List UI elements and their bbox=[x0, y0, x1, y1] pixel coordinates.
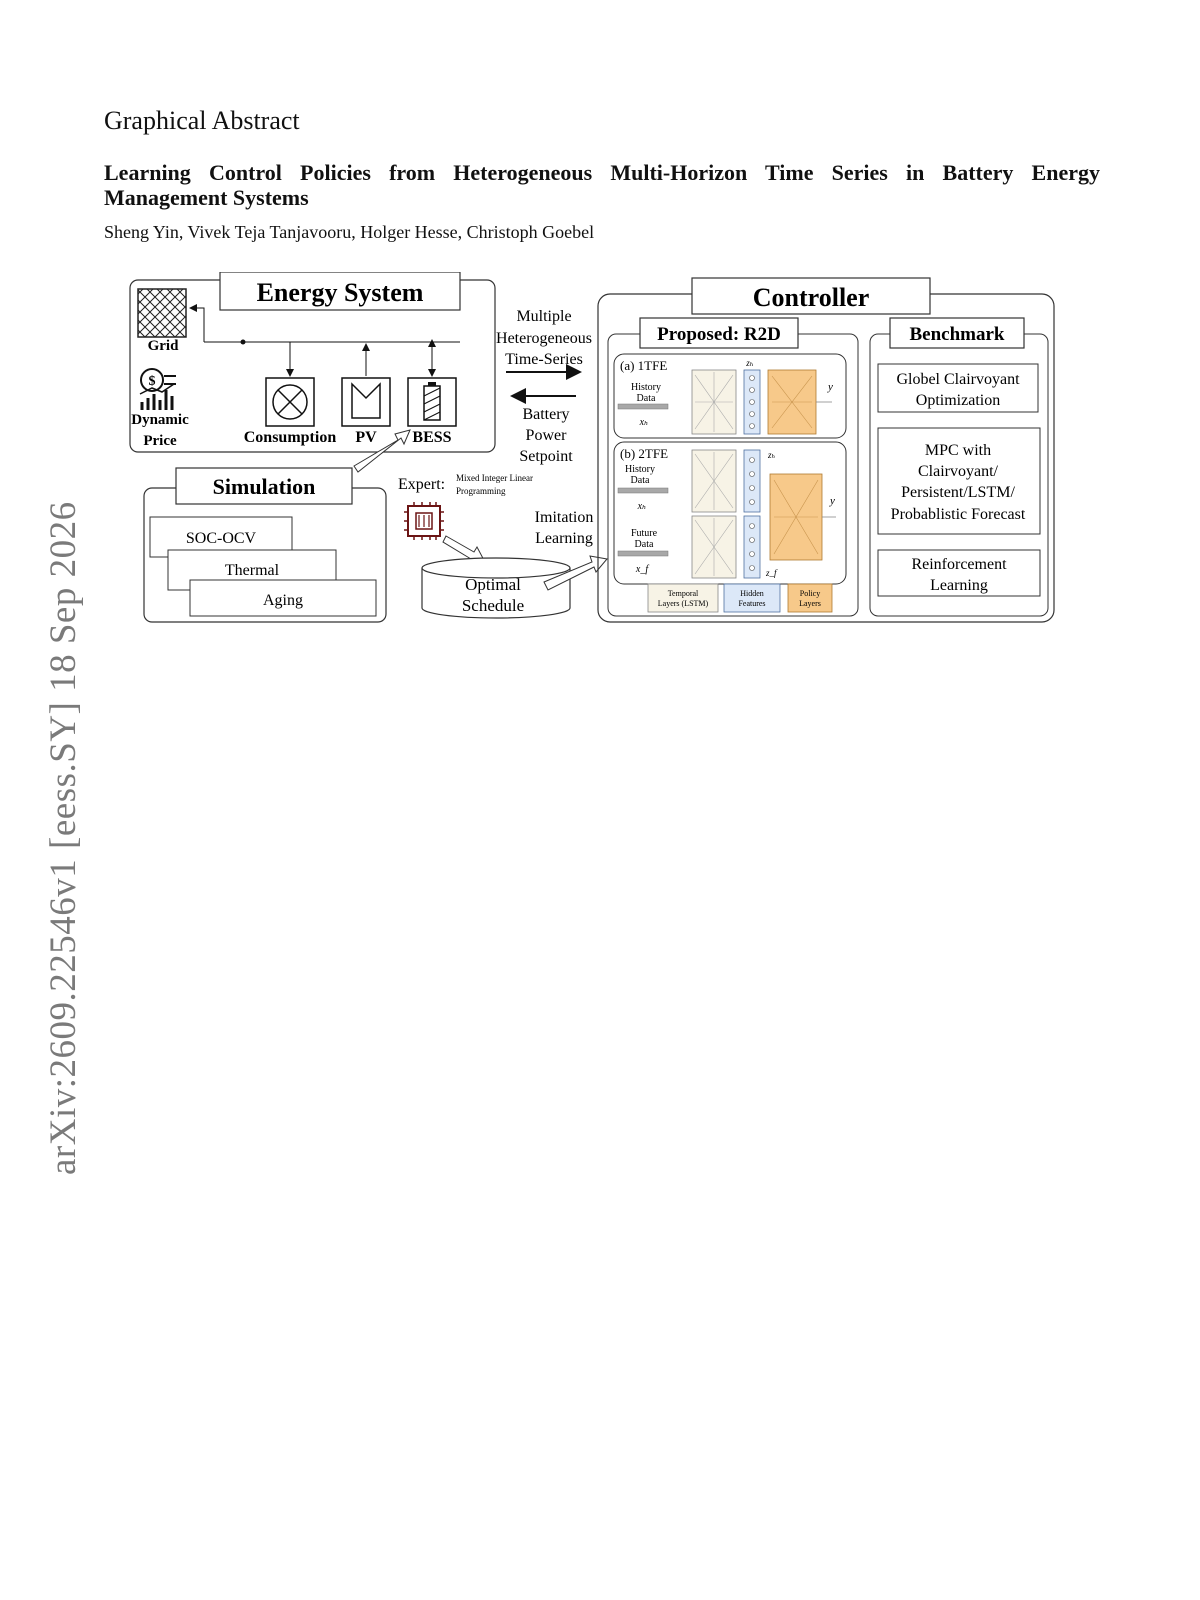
svg-text:$: $ bbox=[149, 374, 156, 389]
schedule-label-line: Optimal bbox=[465, 575, 521, 594]
energy-system-title: Energy System bbox=[257, 278, 424, 307]
pv-label: PV bbox=[355, 429, 377, 446]
twotfe-history-feature-symbol: zₕ bbox=[767, 450, 776, 460]
simulation-model: Aging bbox=[263, 592, 303, 609]
onetfe-architecture: (a) 1TFE History Data xₕ zₕ y bbox=[613, 353, 847, 439]
schedule-label-line: Schedule bbox=[462, 596, 524, 615]
optimal-schedule-database: Optimal Schedule bbox=[421, 557, 571, 619]
benchmark-title: Benchmark bbox=[910, 324, 1005, 345]
timeseries-label-line: Time-Series bbox=[505, 351, 583, 368]
pv-icon bbox=[341, 377, 391, 427]
bess-label: BESS bbox=[412, 429, 451, 446]
onetfe-feature-symbol: zₕ bbox=[745, 358, 754, 368]
benchmark-line: Learning bbox=[930, 577, 988, 594]
twotfe-future-label: Data bbox=[635, 539, 654, 550]
hidden-features-block bbox=[743, 515, 761, 579]
dynamic-price-icon: $ bbox=[139, 368, 176, 410]
energy-system-panel: Energy System Grid $ Dynamic Price Consu… bbox=[129, 272, 496, 453]
consumption-label: Consumption bbox=[244, 429, 337, 446]
expert-method-line: Mixed Integer Linear bbox=[456, 473, 533, 483]
benchmark-line: Optimization bbox=[916, 392, 1000, 409]
legend-label: Hidden bbox=[740, 589, 764, 598]
architecture-legend: Temporal Layers (LSTM) Hidden Features P… bbox=[647, 583, 833, 613]
imitation-label-line: Imitation bbox=[535, 509, 594, 526]
benchmark-box bbox=[877, 427, 1041, 535]
controller-panel: Controller Proposed: R2D (a) 1TFE Histor… bbox=[597, 277, 1055, 623]
onetfe-input-label: Data bbox=[637, 393, 656, 404]
benchmark-line: Persistent/LSTM/ bbox=[901, 484, 1015, 501]
benchmark-box bbox=[877, 549, 1041, 597]
twotfe-label: (b) 2TFE bbox=[620, 446, 668, 461]
dynamic-price-label-2: Price bbox=[143, 433, 177, 449]
setpoint-label-line: Battery bbox=[522, 406, 569, 423]
arxiv-identifier: arXiv:2609.22546v1 [eess.SY] 18 Sep 2026 bbox=[43, 501, 84, 1175]
setpoint-label-line: Setpoint bbox=[519, 448, 573, 465]
twotfe-architecture: (b) 2TFE History Data xₕ Future Data x_f… bbox=[613, 441, 847, 585]
exchange-labels: Multiple Heterogeneous Time-Series Batte… bbox=[398, 308, 608, 619]
simulation-model: Thermal bbox=[225, 562, 280, 579]
benchmark-box bbox=[877, 363, 1039, 413]
legend-label: Features bbox=[738, 599, 765, 608]
twotfe-future-feature-symbol: z_f bbox=[765, 568, 778, 578]
setpoint-label-line: Power bbox=[526, 427, 568, 444]
grid-icon bbox=[137, 288, 187, 338]
simulation-to-bess-arrow bbox=[353, 429, 411, 473]
onetfe-output-symbol: y bbox=[827, 381, 833, 393]
imitation-label-line: Learning bbox=[535, 530, 593, 547]
benchmark-line: MPC with bbox=[925, 442, 991, 459]
schedule-to-controller-arrow bbox=[543, 555, 608, 591]
onetfe-input-symbol: xₕ bbox=[639, 417, 649, 428]
twotfe-history-label: Data bbox=[631, 475, 650, 486]
legend-label: Policy bbox=[800, 589, 820, 598]
simulation-panel: Simulation SOC-OCV Thermal Aging bbox=[143, 467, 387, 623]
twotfe-future-label: Future bbox=[631, 528, 658, 539]
legend-swatch-policy bbox=[787, 583, 833, 613]
paper-title: Learning Control Policies from Heterogen… bbox=[104, 160, 1100, 210]
benchmark-line: Probablistic Forecast bbox=[891, 506, 1026, 523]
onetfe-input-label: History bbox=[631, 382, 661, 393]
bess-icon bbox=[407, 377, 457, 427]
onetfe-label: (a) 1TFE bbox=[620, 358, 667, 373]
twotfe-future-symbol: x_f bbox=[635, 564, 649, 575]
benchmark-line: Globel Clairvoyant bbox=[896, 371, 1020, 388]
benchmark-line: Clairvoyant/ bbox=[918, 463, 999, 480]
legend-swatch-hidden bbox=[723, 583, 781, 613]
benchmark-line: Reinforcement bbox=[911, 556, 1007, 573]
legend-swatch-temporal bbox=[647, 583, 719, 613]
twotfe-history-label: History bbox=[625, 464, 655, 475]
controller-title: Controller bbox=[753, 283, 870, 312]
expert-method-line: Programming bbox=[456, 486, 506, 496]
proposed-title: Proposed: R2D bbox=[657, 324, 781, 345]
legend-label: Temporal bbox=[668, 589, 699, 598]
hidden-features-block bbox=[743, 449, 761, 513]
expert-label: Expert: bbox=[398, 476, 445, 493]
consumption-icon bbox=[265, 377, 315, 427]
twotfe-history-symbol: xₕ bbox=[637, 501, 647, 512]
timeseries-label-line: Heterogeneous bbox=[496, 330, 592, 347]
legend-label: Layers (LSTM) bbox=[658, 599, 709, 608]
grid-label: Grid bbox=[148, 338, 179, 354]
author-list: Sheng Yin, Vivek Teja Tanjavooru, Holger… bbox=[104, 222, 595, 242]
legend-label: Layers bbox=[799, 599, 821, 608]
timeseries-label-line: Multiple bbox=[516, 308, 571, 325]
dynamic-price-label-1: Dynamic bbox=[131, 412, 189, 428]
processor-chip-icon bbox=[404, 502, 444, 540]
section-heading: Graphical Abstract bbox=[104, 106, 300, 135]
twotfe-output-symbol: y bbox=[829, 495, 835, 507]
simulation-title: Simulation bbox=[213, 474, 316, 499]
simulation-model: SOC-OCV bbox=[186, 530, 257, 547]
graphical-abstract-figure: Energy System Grid $ Dynamic Price Consu… bbox=[129, 272, 1055, 623]
